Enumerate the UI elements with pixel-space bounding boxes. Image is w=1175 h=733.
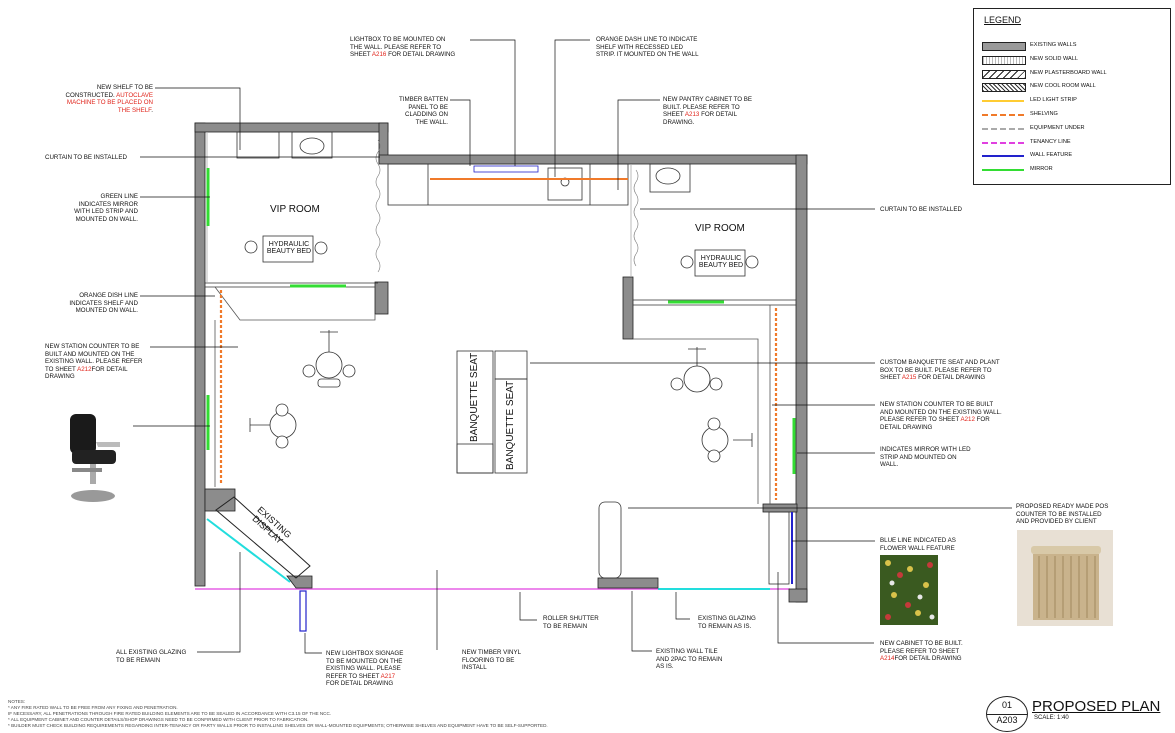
lightbox-signage: [299, 590, 307, 632]
leader-lines: [133, 39, 1012, 654]
note-wall-tile: EXISTING WALL TILE AND 2PAC TO REMAIN AS…: [656, 648, 723, 671]
legend-item: WALL FEATURE: [982, 151, 1162, 161]
vip-room-right-label: VIP ROOM: [695, 223, 745, 234]
legend-label: TENANCY LINE: [1030, 138, 1071, 145]
note-curtain-right: CURTAIN TO BE INSTALLED: [880, 206, 962, 213]
legend-swatch: [982, 155, 1024, 158]
legend: LEGEND EXISTING WALLS NEW SOLID WALL NEW P…: [973, 8, 1171, 185]
legend-label: EQUIPMENT UNDER: [1030, 124, 1085, 131]
legend-label: EXISTING WALLS: [1030, 42, 1077, 48]
bed-left-chairs: [244, 240, 328, 255]
note-pos: PROPOSED READY MADE POS COUNTER TO BE IN…: [1016, 503, 1109, 526]
vip-room-right: [630, 163, 796, 306]
note-new-cabinet: NEW CABINET TO BE BUILT. PLEASE REFER TO…: [880, 640, 963, 663]
legend-item: NEW COOL ROOM WALL: [982, 82, 1162, 93]
note-existing-glazing-left: ALL EXISTING GLAZING TO BE REMAIN: [116, 649, 187, 664]
pos-counter: [598, 501, 793, 585]
banquette-seat-label-2: BANQUETTE SEAT: [505, 380, 516, 470]
legend-item: NEW SOLID WALL: [982, 55, 1162, 65]
legend-label: MIRROR: [1030, 166, 1053, 173]
beauty-bed-left-label: HYDRAULIC BEAUTY BED: [266, 241, 312, 255]
beauty-bed-right-label: HYDRAULIC BEAUTY BED: [698, 255, 744, 269]
existing-display: [215, 496, 311, 579]
pos-counter-image: [1017, 530, 1113, 626]
note-glazing-right: EXISTING GLAZING TO REMAIN AS IS.: [698, 615, 756, 630]
legend-label: LED LIGHT STRIP: [1030, 97, 1077, 104]
drawing-number-bubble: 01 A203: [986, 696, 1028, 732]
note-orange-dash: ORANGE DASH LINE TO INDICATE SHELF WITH …: [596, 36, 699, 59]
drawing-scale: SCALE: 1:40: [1034, 715, 1069, 721]
note-roller: ROLLER SHUTTER TO BE REMAIN: [543, 615, 599, 630]
banquette-seat-label-1: BANQUETTE SEAT: [469, 352, 480, 442]
note-curtain-left: CURTAIN TO BE INSTALLED: [45, 154, 127, 161]
legend-swatch: [982, 100, 1024, 103]
note-green-line: GREEN LINE INDICATES MIRROR WITH LED STR…: [74, 193, 138, 223]
legend-label: NEW PLASTERBOARD WALL: [1030, 69, 1107, 76]
legend-swatch: [982, 55, 1026, 65]
legend-swatch: [982, 169, 1024, 172]
legend-item: LED LIGHT STRIP: [982, 96, 1162, 106]
station-counters: [214, 286, 771, 504]
pantry-counter: [387, 163, 629, 206]
note-timber-batten: TIMBER BATTEN PANEL TO BE CLADDING ON TH…: [398, 96, 448, 126]
glazing-left: [206, 518, 291, 583]
styling-chairs: [249, 330, 753, 463]
legend-item: SHELVING: [982, 110, 1162, 120]
note-mirror-led: INDICATES MIRROR WITH LED STRIP AND MOUN…: [880, 446, 971, 469]
legend-swatch: [982, 42, 1026, 51]
drawing-title: PROPOSED PLAN: [1032, 698, 1161, 715]
general-notes: NOTES: * ANY FIRE RATED WALL TO BE FREE …: [8, 699, 548, 728]
drawing-number: 01: [1001, 700, 1012, 710]
legend-swatch: [982, 69, 1026, 79]
note-station-right: NEW STATION COUNTER TO BE BUILT AND MOUN…: [880, 401, 1002, 431]
legend-label: NEW SOLID WALL: [1030, 55, 1078, 62]
legend-item: EXISTING WALLS: [982, 41, 1162, 51]
legend-swatch: [982, 83, 1026, 93]
legend-title: LEGEND: [984, 15, 1022, 25]
legend-label: WALL FEATURE: [1030, 152, 1073, 159]
note-lightbox-top: LIGHTBOX TO BE MOUNTED ON THE WALL. PLEA…: [350, 36, 456, 59]
note-banquette: CUSTOM BANQUETTE SEAT AND PLANT BOX TO B…: [880, 359, 1000, 382]
legend-swatch: [982, 141, 1024, 144]
legend-swatch: [982, 114, 1024, 116]
flower-wall-image: [880, 555, 938, 625]
legend-item: NEW PLASTERBOARD WALL: [982, 69, 1162, 79]
note-station-left: NEW STATION COUNTER TO BE BUILT AND MOUN…: [45, 343, 143, 381]
legend-item: TENANCY LINE: [982, 138, 1162, 148]
mirrors: [206, 168, 796, 474]
note-lightbox-signage: NEW LIGHTBOX SIGNAGE TO BE MOUNTED ON TH…: [326, 650, 404, 688]
existing-walls: [194, 122, 808, 603]
sheet-number: A203: [987, 714, 1027, 725]
note-pantry: NEW PANTRY CABINET TO BE BUILT. PLEASE R…: [663, 96, 753, 126]
legend-label: SHELVING: [1030, 111, 1058, 117]
note-orange-dish: ORANGE DISH LINE INDICATES SHELF AND MOU…: [69, 292, 138, 315]
legend-item: MIRROR: [982, 165, 1162, 175]
salon-chair-image: [70, 414, 120, 502]
legend-label: NEW COOL ROOM WALL: [1030, 83, 1096, 90]
note-blue-line: BLUE LINE INDICATED AS FLOWER WALL FEATU…: [880, 537, 956, 552]
banquette-seats: [456, 350, 528, 474]
legend-item: EQUIPMENT UNDER: [982, 124, 1162, 134]
note-new-shelf: NEW SHELF TO BE CONSTRUCTED. AUTOCLAVE M…: [65, 84, 153, 114]
legend-swatch: [982, 127, 1024, 130]
vip-room-left-label: VIP ROOM: [270, 204, 320, 215]
title-block: 01 A203 PROPOSED PLAN SCALE: 1:40: [986, 696, 1171, 732]
note-vinyl: NEW TIMBER VINYL FLOORING TO BE INSTALL: [462, 649, 522, 672]
